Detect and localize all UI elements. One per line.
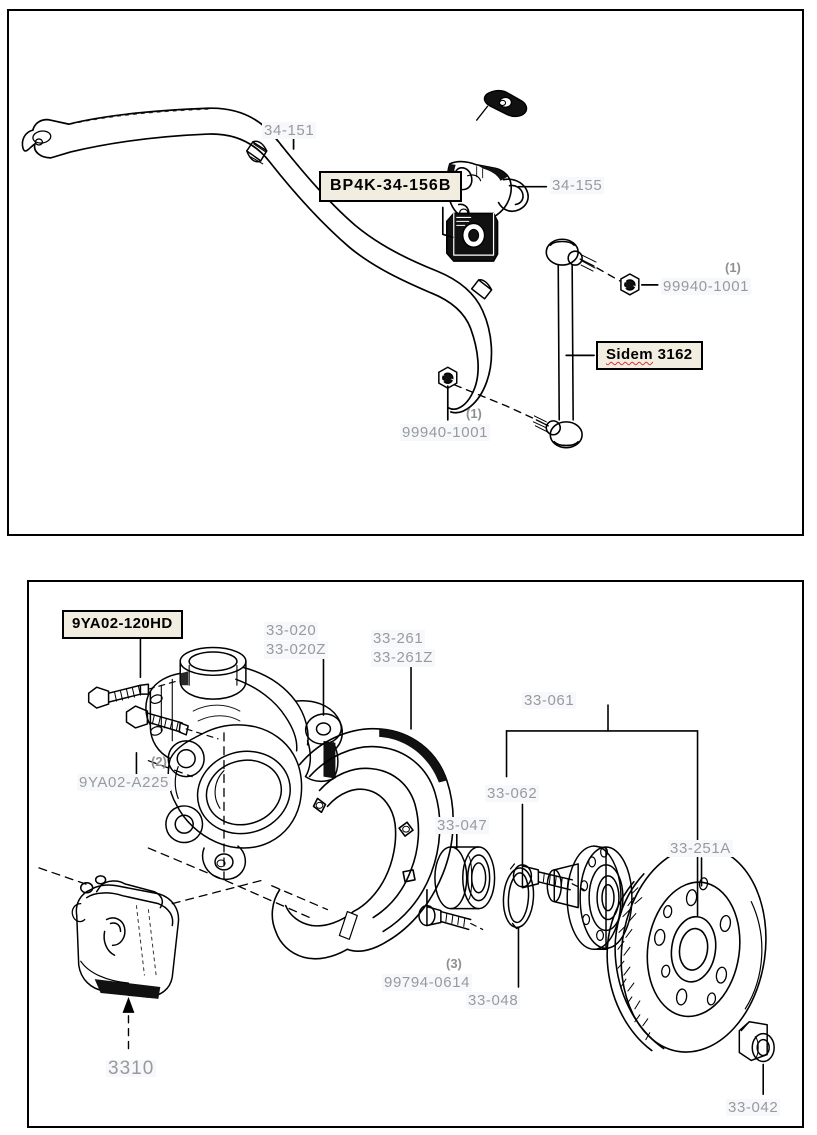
part-label-33-261: 33-261 xyxy=(371,630,426,648)
stabilizer-bar-panel: 34-151 34-155 99940-1001 (1) 99940-1001 … xyxy=(7,9,804,536)
part-label-99940-1001-lower: 99940-1001 xyxy=(400,424,491,441)
highlight-label-9ya02-120hd[interactable]: 9YA02-120HD xyxy=(62,610,183,639)
part-label-33-048: 33-048 xyxy=(466,992,521,1009)
qty-99940-1001-lower: (1) xyxy=(466,406,482,421)
part-label-99940-1001-upper: 99940-1001 xyxy=(661,278,752,295)
highlight-label-sidem-3162[interactable]: Sidem 3162 xyxy=(596,341,703,370)
part-label-33-061: 33-061 xyxy=(522,692,577,709)
part-label-99794-0614: 99794-0614 xyxy=(382,974,473,991)
qty-9ya02-a225: (2) xyxy=(151,754,167,769)
part-label-33-020z: 33-020Z xyxy=(264,641,329,659)
qty-99940-1001-upper: (1) xyxy=(725,260,741,275)
part-label-33-251a: 33-251A xyxy=(668,840,733,857)
part-label-33-020: 33-020 xyxy=(264,622,319,640)
qty-99794-0614: (3) xyxy=(446,956,462,971)
part-label-33-042: 33-042 xyxy=(726,1099,781,1116)
part-label-3310: 3310 xyxy=(106,1058,157,1079)
stabilizer-bar-drawing xyxy=(21,89,659,449)
highlight-label-bp4k-34-156b[interactable]: BP4K-34-156B xyxy=(319,171,463,202)
part-label-9ya02-a225: 9YA02-A225 xyxy=(77,774,171,791)
part-label-33-047: 33-047 xyxy=(435,817,490,834)
part-label-34-155: 34-155 xyxy=(550,177,605,194)
part-label-33-062: 33-062 xyxy=(485,785,540,802)
sidem-number-text: 3162 xyxy=(653,346,693,363)
sidem-brand-text: Sidem xyxy=(606,346,654,363)
part-label-34-151: 34-151 xyxy=(262,122,317,139)
front-brake-knuckle-panel: 9YA02-120HD 9YA02-A225 (2) 33-020 33-020… xyxy=(27,580,804,1128)
front-brake-drawing xyxy=(38,638,775,1096)
part-label-33-261z: 33-261Z xyxy=(371,649,436,667)
